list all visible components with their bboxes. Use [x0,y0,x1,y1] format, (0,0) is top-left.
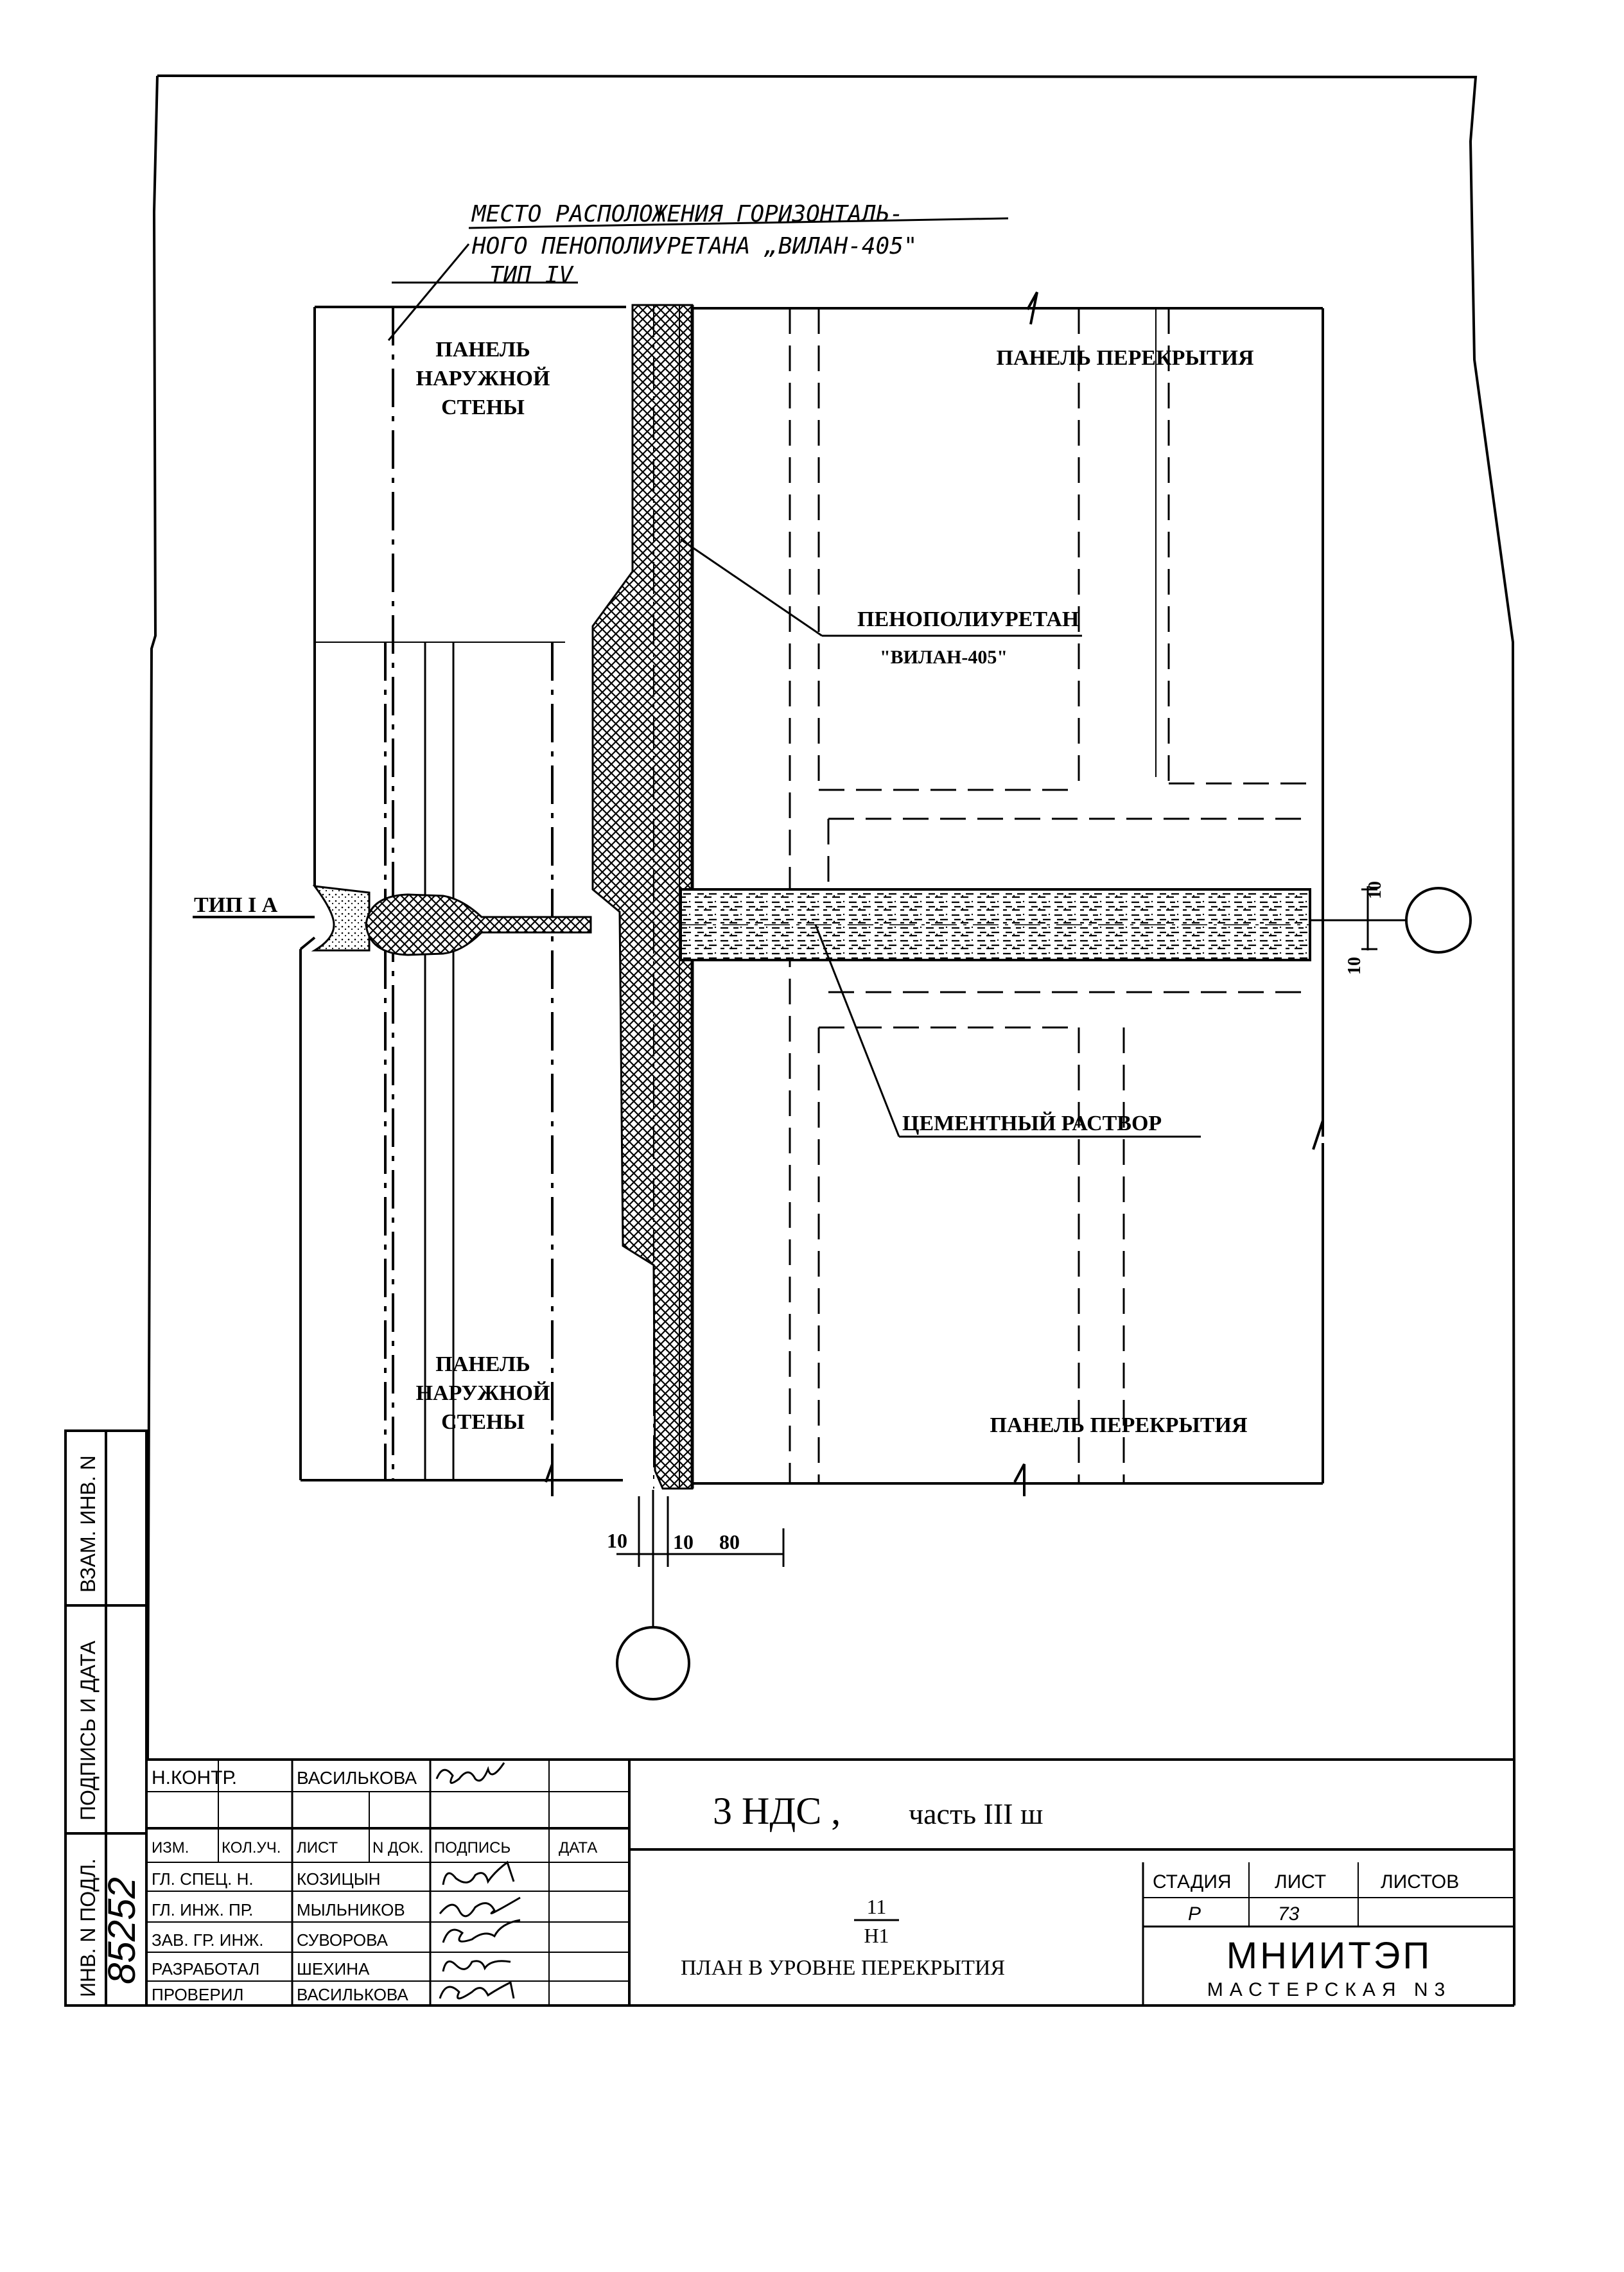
dim-bottom-a: 10 [607,1529,627,1552]
label-outer-wall-top-2: НАРУЖНОЙ [416,367,550,390]
label-outer-wall-bottom-3: СТЕНЫ [441,1410,525,1434]
tb-role-n-kontr: Н.КОНТР. [152,1767,237,1788]
signature-gl-inzh [439,1896,521,1918]
tb-name-gl-inzh: МЫЛЬНИКОВ [297,1900,405,1919]
label-outer-wall-bottom-1: ПАНЕЛЬ [435,1352,530,1376]
tb-header-podpis: ПОДПИСЬ [434,1839,511,1857]
floor-panels [692,307,1324,1485]
tb-header-kol-uch: КОЛ.УЧ. [222,1839,281,1857]
tb-header-izm: ИЗМ. [152,1839,189,1857]
axis-circle-right [1405,887,1472,954]
dim-right-bottom: 10 [1345,957,1365,975]
sheet-info: СТАДИЯ ЛИСТ ЛИСТОВ Р 73 МНИИТЭП МАСТЕРСК… [1153,1871,1459,2000]
signature-n-kontr [435,1762,505,1784]
tb-name-razrabotal: ШЕХИНА [297,1959,370,1979]
side-inv-podl: ИНВ. N ПОДЛ. [76,1858,100,1997]
signatures [435,1762,521,2000]
tb-name-n-kontr: ВАСИЛЬКОВА [297,1768,417,1788]
axis-circle-bottom [616,1626,690,1700]
stage-value: Р [1188,1903,1201,1925]
tb-name-proveril: ВАСИЛЬКОВА [297,1985,408,2004]
dim-bottom-c: 80 [719,1530,740,1553]
tb-role-proveril: ПРОВЕРИЛ [152,1985,243,2004]
side-stamp [64,1429,148,2007]
label-outer-wall-bottom-2: НАРУЖНОЙ [416,1381,550,1405]
sheet-fraction-bottom: Н1 [864,1924,889,1947]
axis-markers [616,887,1472,1700]
signature-gl-spets [442,1860,515,1885]
tb-name-zav-gr: СУВОРОВА [297,1930,389,1950]
side-vzam-inv: ВЗАМ. ИНВ. N [76,1455,100,1593]
tb-role-gl-inzh: ГЛ. ИНЖ. ПР. [152,1900,253,1919]
tb-role-gl-spets: ГЛ. СПЕЦ. Н. [152,1869,254,1889]
project-code: 3 НДС , [713,1790,841,1832]
tb-role-razrabotal: РАЗРАБОТАЛ [152,1959,259,1979]
signature-razrabotal [442,1960,511,1972]
leader-lines [387,217,1201,1138]
stage-header: СТАДИЯ [1153,1871,1232,1892]
dimension-lines [616,886,1377,1567]
title-block-frame [146,1758,1515,2007]
cement-mortar-joint [679,888,1311,961]
callout-foam-line1: МЕСТО РАСПОЛОЖЕНИЯ ГОРИЗОНТАЛЬ- [471,201,904,227]
callout-type-1a: ТИП I А [194,893,278,917]
list-header: ЛИСТ [1275,1871,1326,1892]
polyurethane-foam-strip [591,304,694,1490]
project-part: часть III ш [909,1797,1043,1830]
label-outer-wall-top-3: СТЕНЫ [441,396,525,419]
type-1a-joint [193,885,592,956]
project-title: 3 НДС , часть III ш 11 Н1 ПЛАН В УРОВНЕ … [681,1790,1043,1980]
list-value: 73 [1278,1903,1300,1925]
signature-proveril [439,1980,515,2000]
tb-header-n-dok: N ДОК. [372,1839,424,1857]
side-inv-number: 85252 [100,1877,143,1984]
title-block-people: Н.КОНТР. ВАСИЛЬКОВА ГЛ. СПЕЦ. Н. КОЗИЦЫН… [152,1767,417,2004]
label-outer-wall-top-1: ПАНЕЛЬ [435,338,530,362]
tb-name-gl-spets: КОЗИЦЫН [297,1869,381,1889]
side-podpis-data: ПОДПИСЬ И ДАТА [76,1640,100,1821]
panel-labels: ПАНЕЛЬ НАРУЖНОЙ СТЕНЫ ПАНЕЛЬ НАРУЖНОЙ СТ… [416,338,1254,1437]
callout-polyurethane-line2: "ВИЛАН-405" [880,647,1008,668]
sheet-fraction-top: 11 [867,1895,887,1918]
outer-wall-panel [299,306,626,1481]
sheet-title: ПЛАН В УРОВНЕ ПЕРЕКРЫТИЯ [681,1956,1005,1980]
title-block-headers: ИЗМ. КОЛ.УЧ. ЛИСТ N ДОК. ПОДПИСЬ ДАТА [152,1839,597,1857]
callout-foam-line2: НОГО ПЕНОПОЛИУРЕТАНА „ВИЛАН-405" [471,233,918,259]
dim-bottom-b: 10 [673,1530,694,1553]
break-marks [545,292,1038,1496]
sheet-frame [146,74,1515,1760]
listov-header: ЛИСТОВ [1381,1871,1459,1892]
label-floor-bottom: ПАНЕЛЬ ПЕРЕКРЫТИЯ [990,1413,1247,1437]
dimension-text: 10 10 10 10 80 [607,881,1385,1553]
callout-polyurethane-line1: ПЕНОПОЛИУРЕТАН [857,607,1079,631]
tb-role-zav-gr: ЗАВ. ГР. ИНЖ. [152,1930,263,1950]
side-stamp-text: ВЗАМ. ИНВ. N ПОДПИСЬ И ДАТА ИНВ. N ПОДЛ.… [76,1455,143,1997]
label-floor-top: ПАНЕЛЬ ПЕРЕКРЫТИЯ [996,346,1253,370]
callout-foam-line3: ТИП IV [489,262,574,288]
callouts: МЕСТО РАСПОЛОЖЕНИЯ ГОРИЗОНТАЛЬ- НОГО ПЕН… [194,201,1162,1135]
dim-right-top: 10 [1365,881,1385,899]
callout-cement-mortar: ЦЕМЕНТНЫЙ РАСТВОР [902,1112,1162,1135]
org-name: МНИИТЭП [1227,1935,1432,1977]
org-unit: МАСТЕРСКАЯ N3 [1207,1979,1452,2000]
signature-zav-gr [442,1919,521,1943]
tb-header-list: ЛИСТ [297,1839,338,1857]
tb-header-data: ДАТА [559,1839,597,1857]
